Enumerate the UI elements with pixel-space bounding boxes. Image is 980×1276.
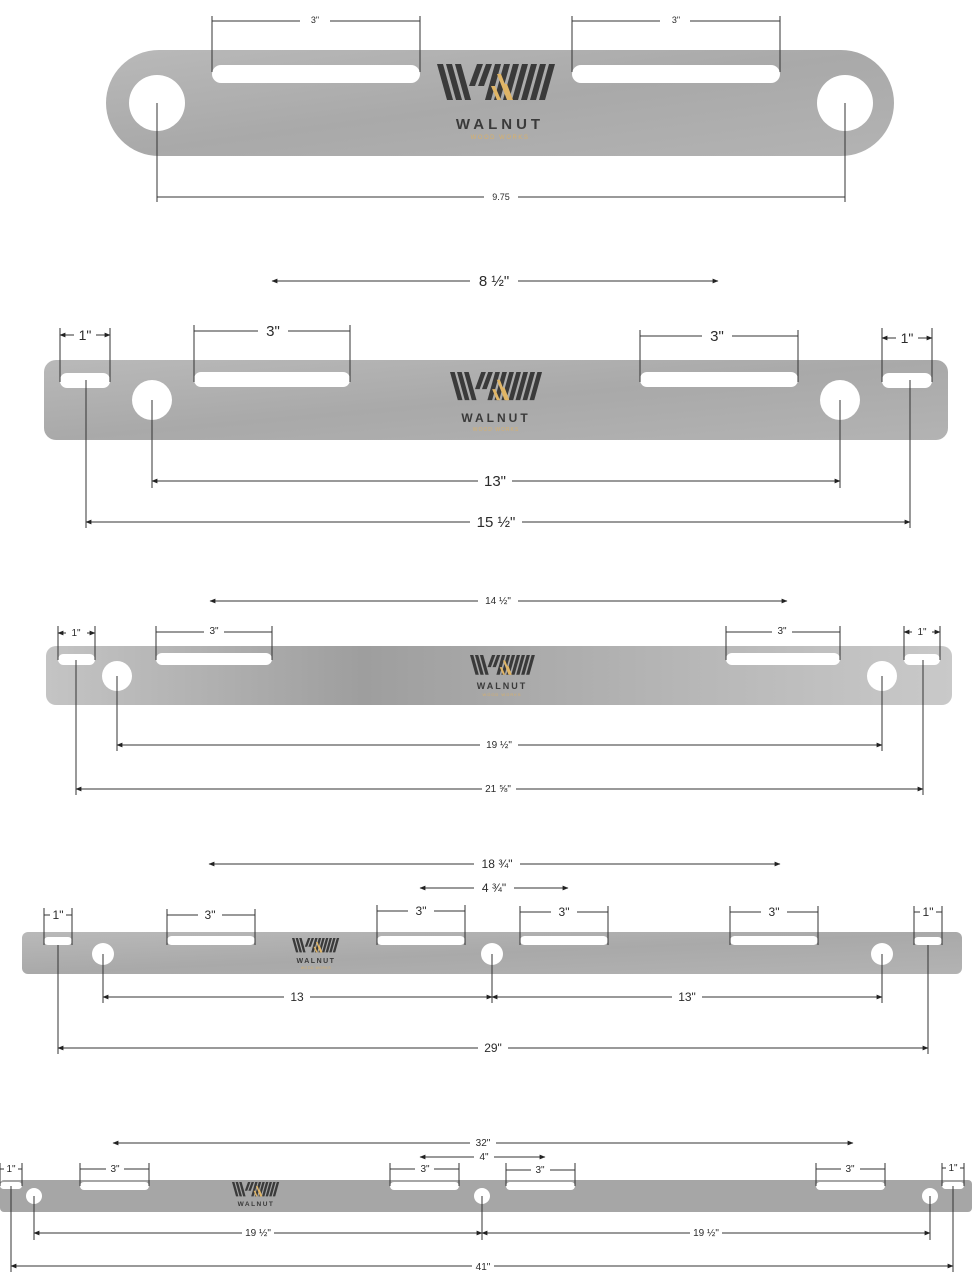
plate-2-slot-left-label: 3" <box>266 323 280 340</box>
plate-3-top-span-label: 14 ½" <box>485 596 511 607</box>
plate-4-slot-2 <box>377 936 465 945</box>
plate-5-slot-1 <box>80 1182 149 1190</box>
brand-tagline: WOOD WORKS <box>301 966 332 970</box>
plate-3-slot-left <box>156 653 272 665</box>
plate-5-slot-3 <box>506 1182 575 1190</box>
brand-name: WALNUT <box>456 116 544 133</box>
brand-tagline: WOOD WORKS <box>471 135 530 141</box>
plate-3-slot-left-label: 3" <box>209 626 219 637</box>
plate-5-slot-2-label: 3" <box>420 1164 430 1175</box>
plate-3-holes-label: 19 ½" <box>486 740 512 751</box>
plate-2-end-right-label: 1" <box>901 330 914 346</box>
plate-5: 32" 4" WALNUT 1" 1" 3" 3 <box>0 1138 972 1273</box>
brand-name: WALNUT <box>461 411 530 425</box>
plate-2-top-span-label: 8 ½" <box>479 273 509 290</box>
plate-4: 18 ¾" 4 ¾" WALNUT WOOD WORKS 1" 1" 3" <box>22 857 962 1055</box>
plate-5-slot-2 <box>390 1182 459 1190</box>
plate-3-overall-label: 21 ⅝" <box>485 784 511 795</box>
brand-name: WALNUT <box>477 681 528 691</box>
plate-2-slot-right-label: 3" <box>710 328 724 345</box>
plate-4-center-span-label: 4 ¾" <box>482 881 506 895</box>
plate-4-slot-3-label: 3" <box>559 905 570 919</box>
plate-2-slot-left <box>194 372 350 387</box>
plate-4-holes-right-label: 13" <box>678 990 696 1004</box>
plate-2: 8 ½" WALNUT WOOD WORKS 1" 1" 3" 3" <box>44 273 948 531</box>
plate-3-body <box>46 646 952 705</box>
plate-4-end-slot-right <box>914 937 942 945</box>
plate-5-end-slot-right <box>942 1182 964 1189</box>
plate-3-slot-right <box>726 653 840 665</box>
plate-2-end-slot-left <box>60 373 110 388</box>
plate-3-slot-right-label: 3" <box>777 626 787 637</box>
plate-5-holes-right-label: 19 ½" <box>693 1228 719 1239</box>
brand-tagline: WOOD WORKS <box>482 692 521 697</box>
plate-3: 14 ½" WALNUT WOOD WORKS 1" 1" 3" 3" <box>46 596 952 795</box>
brand-tagline: WOOD WORKS <box>473 427 519 433</box>
plate-2-slot-right <box>640 372 798 387</box>
plate-5-slot-4 <box>816 1182 885 1190</box>
plate-5-slot-4-label: 3" <box>845 1164 855 1175</box>
plate-4-end-right-label: 1" <box>923 905 934 919</box>
plate-1-slot-right-label: 3" <box>672 15 680 25</box>
plate-1-slot-left <box>212 65 420 83</box>
plate-3-end-right-label: 1" <box>917 627 927 638</box>
plate-4-slot-3 <box>520 936 608 945</box>
plate-5-end-slot-left <box>0 1182 22 1189</box>
plate-4-holes-left-label: 13 <box>290 990 304 1004</box>
plate-2-end-slot-right <box>882 373 932 388</box>
plate-4-overall-label: 29" <box>484 1041 502 1055</box>
plate-4-top-span-label: 18 ¾" <box>482 857 513 871</box>
plate-5-end-right-label: 1" <box>948 1163 958 1174</box>
plate-5-slot-3-label: 3" <box>535 1165 545 1176</box>
plate-2-holes-label: 13" <box>484 473 506 490</box>
plate-5-center-span-label: 4" <box>479 1152 489 1163</box>
plate-4-end-slot-left <box>44 937 72 945</box>
plate-4-slot-1 <box>167 936 255 945</box>
plate-4-end-left-label: 1" <box>53 908 64 922</box>
plate-1-slot-right <box>572 65 780 83</box>
plate-1-holes-label: 9.75 <box>492 192 510 202</box>
plate-1-slot-left-label: 3" <box>311 15 319 25</box>
plate-3-end-slot-right <box>904 654 940 665</box>
plate-3-end-slot-left <box>58 654 95 665</box>
plate-4-slot-1-label: 3" <box>205 908 216 922</box>
plate-5-slot-1-label: 3" <box>110 1164 120 1175</box>
plate-2-overall-label: 15 ½" <box>477 514 516 531</box>
brand-name: WALNUT <box>297 958 336 965</box>
plate-3-end-left-label: 1" <box>71 628 81 639</box>
plate-2-end-left-label: 1" <box>79 327 92 343</box>
plate-5-holes-left-label: 19 ½" <box>245 1228 271 1239</box>
plate-4-slot-2-label: 3" <box>416 904 427 918</box>
plate-1: WALNUT WOOD WORKS 3" 3" 9.75 <box>106 15 894 202</box>
plate-4-slot-4-label: 3" <box>769 905 780 919</box>
plate-5-top-span-label: 32" <box>476 1138 491 1149</box>
plate-4-slot-4 <box>730 936 818 945</box>
plate-5-end-left-label: 1" <box>6 1164 16 1175</box>
plate-5-overall-label: 41" <box>476 1262 491 1273</box>
brand-name: WALNUT <box>238 1201 275 1208</box>
